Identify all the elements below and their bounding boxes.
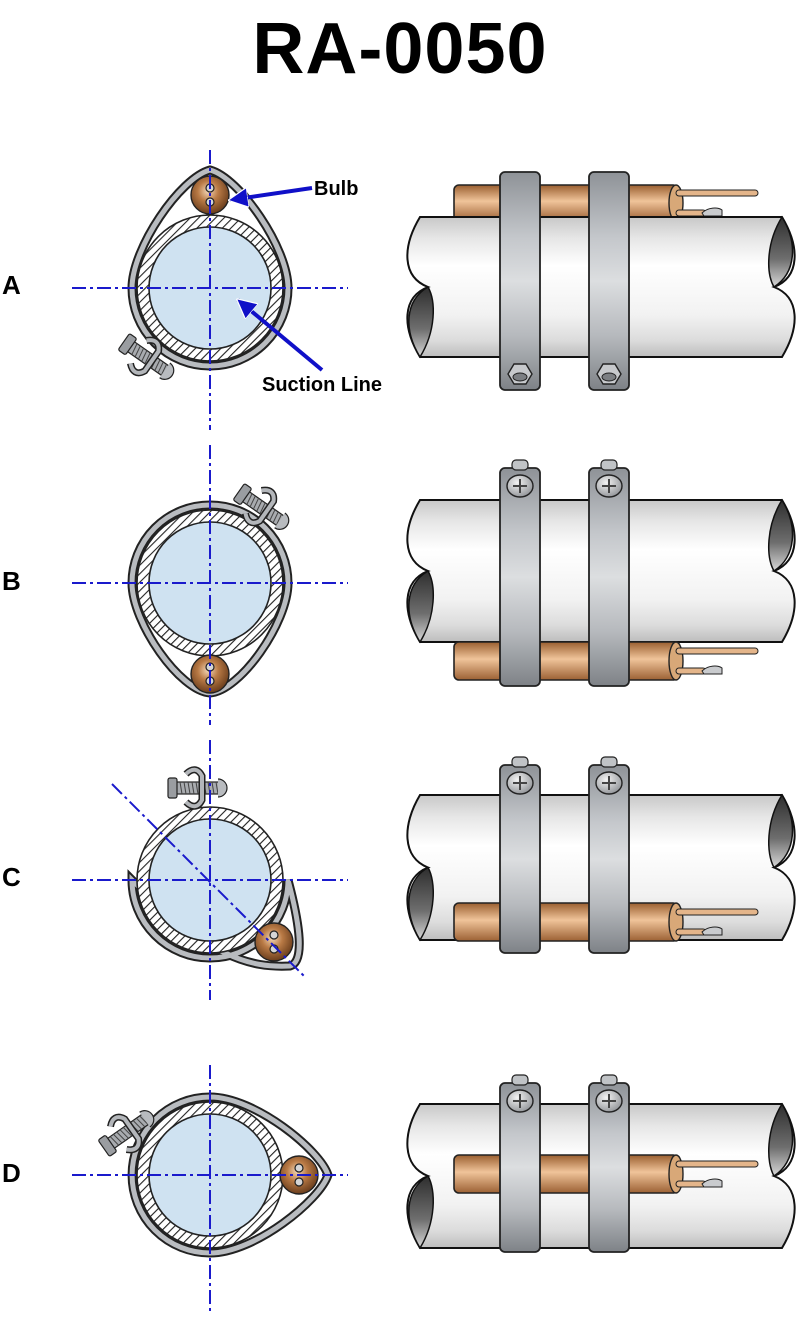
screw-thread-end (601, 372, 617, 382)
pinched-end (701, 665, 723, 675)
hex-nut (118, 333, 137, 355)
screw-tip (511, 459, 529, 471)
side-view-c (406, 756, 796, 954)
hex-nut (98, 1135, 117, 1157)
hex-nut (233, 483, 252, 505)
screw-tip (511, 1074, 529, 1086)
screw-thread-end (512, 372, 528, 382)
phillips-cross (513, 776, 527, 790)
diagonal-centerline (111, 783, 307, 979)
sensing-bulb-tube (453, 641, 679, 681)
suction-line-arrow (238, 300, 324, 372)
screw-head (159, 362, 175, 380)
capillary-hole (269, 930, 279, 940)
clamp-screw-assembly (167, 766, 228, 810)
bulb-callout-label: Bulb (314, 178, 359, 200)
clamp-screw-assembly (118, 333, 175, 380)
capillary-hole (294, 1177, 304, 1187)
row-label-c: C (2, 862, 21, 892)
clamp-band (588, 171, 630, 391)
suction-line-callout-label: Suction Line (262, 374, 382, 396)
pipe-cut-end-left (408, 569, 434, 644)
row-label-a: A (2, 270, 21, 300)
cross-section-d (72, 1065, 348, 1312)
capillary-tube (675, 908, 759, 916)
clamp-band (499, 467, 541, 687)
sensing-bulb-tube (453, 184, 679, 222)
cross-section-c (72, 740, 348, 1000)
screw-tip (600, 1074, 618, 1086)
phillips-cross (513, 1094, 527, 1108)
side-view-b (406, 459, 796, 687)
screw-tip (600, 756, 618, 768)
pipe-cut-end-right (768, 215, 794, 289)
screw-head (217, 778, 228, 798)
bulb-arrow (230, 186, 313, 200)
page-title: RA-0050 (252, 9, 548, 89)
capillary-tube (675, 1160, 759, 1168)
side-view-d (406, 1074, 796, 1253)
pipe-cut-end-right (768, 793, 794, 869)
pipe-cut-end-right (768, 498, 794, 573)
phillips-cross (602, 776, 616, 790)
pipe-cut-end-left (408, 866, 434, 942)
screw-head (139, 1110, 155, 1128)
clamp-screw-assembly (233, 483, 290, 530)
row-label-b: B (2, 566, 21, 596)
pipe-cut-end-left (408, 285, 434, 359)
pipe-cut-end-left (408, 1174, 434, 1250)
row-label-d: D (2, 1158, 21, 1188)
pipe-cut-end-right (768, 1102, 794, 1178)
pinched-end (701, 207, 723, 217)
capillary-tube (675, 647, 759, 655)
clamp-band (588, 467, 630, 687)
pinched-end (701, 1178, 723, 1188)
clamp-screw-assembly (98, 1110, 155, 1157)
phillips-cross (602, 1094, 616, 1108)
phillips-cross (513, 479, 527, 493)
capillary-tube (675, 189, 759, 197)
pinched-end (701, 926, 723, 936)
sensing-bulb-tube (453, 902, 679, 942)
screw-tip (511, 756, 529, 768)
screw-tip (600, 459, 618, 471)
hex-nut (167, 777, 178, 799)
capillary-hole (294, 1163, 304, 1173)
sensing-bulb-section (254, 922, 294, 962)
cross-section-b (72, 445, 348, 725)
clamp-band (499, 171, 541, 391)
side-view-a (406, 171, 796, 391)
screw-head (274, 512, 290, 530)
phillips-cross (602, 479, 616, 493)
sensing-bulb-tube (453, 1154, 679, 1194)
